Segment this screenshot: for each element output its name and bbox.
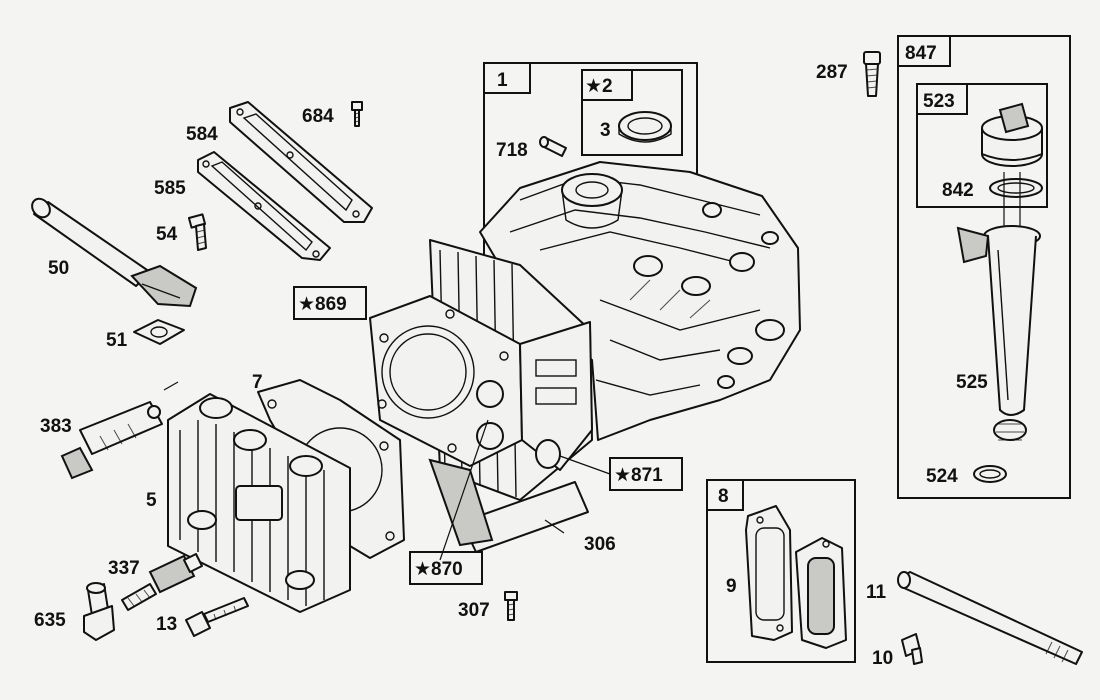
cover-8 [795, 537, 847, 649]
label-part-523: 523 [923, 91, 955, 112]
label-part-1: 1 [497, 70, 508, 91]
label-part-13: 13 [156, 614, 177, 635]
breather-tube [31, 197, 198, 308]
label-part-871: ★871 [614, 465, 663, 486]
label-part-870: ★870 [414, 559, 463, 580]
label-part-524: 524 [926, 466, 958, 487]
callout-box-869 [293, 286, 367, 320]
label-part-525: 525 [956, 372, 988, 393]
oil-seal [618, 111, 672, 143]
gasket-9 [745, 505, 793, 641]
o-ring-842 [989, 178, 1043, 198]
callout-box-2 [581, 69, 683, 156]
label-part-54: 54 [156, 224, 178, 245]
label-part-847: 847 [905, 43, 937, 64]
label-part-383: 383 [40, 416, 72, 437]
spark-plug-boot [83, 582, 115, 641]
label-part-51: 51 [106, 330, 128, 351]
label-part-337: 337 [108, 558, 140, 579]
label-part-635: 635 [34, 610, 66, 631]
label-part-10: 10 [872, 648, 893, 669]
o-ring-524 [973, 465, 1007, 483]
label-part-8: 8 [718, 486, 729, 507]
label-part-307: 307 [458, 600, 490, 621]
leader-lines [439, 419, 611, 561]
screw-307 [504, 591, 518, 621]
label-part-684: 684 [302, 106, 334, 127]
part-labels: 1 ★2 3 718 684 584 585 54 50 51 ★869 7 3… [34, 43, 988, 669]
bolt-13 [185, 597, 249, 637]
label-part-2: ★2 [585, 76, 613, 97]
callout-box-870 [409, 551, 483, 585]
label-part-3: 3 [600, 120, 611, 141]
label-part-306: 306 [584, 534, 616, 555]
label-part-50: 50 [48, 258, 69, 279]
label-part-9: 9 [726, 576, 737, 597]
label-part-842: 842 [942, 180, 974, 201]
spark-plug [121, 553, 203, 611]
cylinder-head-5 [167, 393, 351, 613]
label-part-7: 7 [252, 372, 263, 393]
callout-box-523 [916, 83, 1048, 208]
screw-10 [901, 633, 923, 665]
dipstick-cap-523 [981, 102, 1043, 167]
label-part-718: 718 [496, 140, 528, 161]
label-part-287: 287 [816, 62, 848, 83]
part-383 [60, 381, 179, 480]
breather-cover-584 [229, 101, 373, 223]
bolt-54 [187, 213, 207, 251]
label-part-5: 5 [146, 490, 157, 511]
cylinder-block [369, 161, 801, 553]
label-part-585: 585 [154, 178, 186, 199]
label-part-869: ★869 [298, 294, 347, 315]
label-part-584: 584 [186, 124, 218, 145]
callout-box-847 [897, 35, 1071, 499]
label-part-11: 11 [866, 582, 887, 603]
callout-box-8 [706, 479, 856, 663]
fitting-287 [863, 51, 881, 97]
rod-11 [897, 571, 1083, 665]
dowel-pin [539, 136, 567, 157]
dipstick-tube-525 [956, 172, 1041, 441]
screw-684 [351, 101, 363, 127]
gasket-51 [133, 319, 185, 345]
breather-gasket-585 [197, 151, 331, 261]
